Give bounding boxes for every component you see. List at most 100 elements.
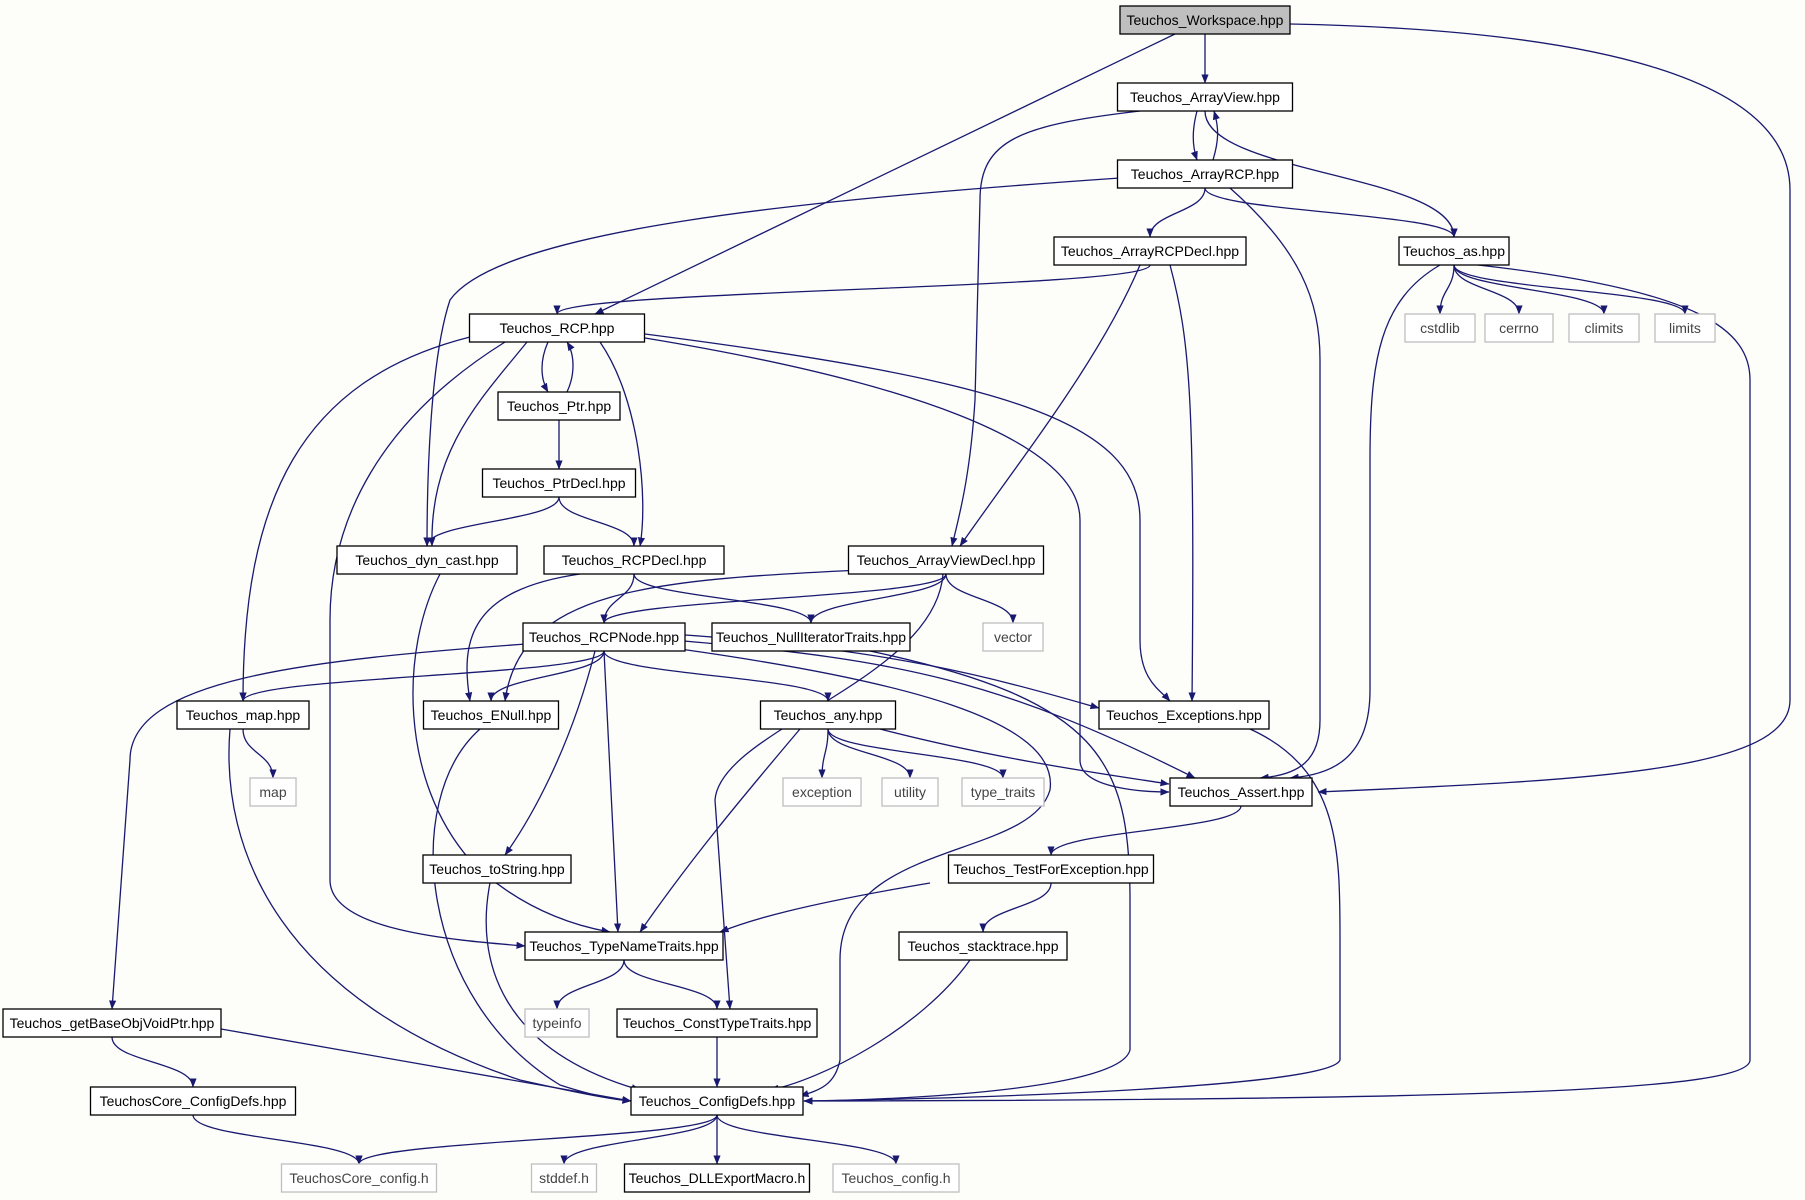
node-tostring[interactable]: Teuchos_toString.hpp: [422, 854, 572, 884]
edge-stacktrace-to-configdefs: [769, 959, 971, 1092]
edge-ptrdecl-to-rcpdecl: [558, 496, 638, 547]
node-box: [623, 1163, 811, 1193]
node-configdefs[interactable]: Teuchos_ConfigDefs.hpp: [630, 1086, 804, 1116]
edge-any-to-exception: [818, 728, 829, 779]
edge-ptrdecl-to-dyncast: [423, 496, 560, 547]
node-label: Teuchos_ArrayRCPDecl.hpp: [1061, 243, 1239, 259]
edge-arrayrcp-to-arrayview: [1212, 110, 1220, 161]
node-box: [1568, 313, 1640, 343]
edge-arrayrcp-to-dyncast: [423, 177, 1121, 547]
node-label: limits: [1669, 320, 1701, 336]
node-getbase[interactable]: Teuchos_getBaseObjVoidPtr.hpp: [2, 1008, 222, 1038]
node-cerrno: cerrno: [1484, 313, 1554, 343]
edge-rcp-to-dyncast: [428, 341, 528, 547]
node-vector: vector: [982, 622, 1044, 652]
node-testforexc[interactable]: Teuchos_TestForException.hpp: [947, 854, 1155, 884]
edge-workspace-to-rcp: [594, 33, 1176, 315]
node-label: Teuchos_ArrayRCP.hpp: [1131, 166, 1280, 182]
node-nulliter[interactable]: Teuchos_NullIteratorTraits.hpp: [711, 622, 911, 652]
node-label: Teuchos_ArrayView.hpp: [1130, 89, 1280, 105]
node-rcp[interactable]: Teuchos_RCP.hpp: [468, 313, 646, 343]
node-rcpnode[interactable]: Teuchos_RCPNode.hpp: [522, 622, 686, 652]
node-climits: climits: [1568, 313, 1640, 343]
edge-arrayrcp-to-assert: [1229, 187, 1321, 781]
edge-arrayviewdecl-to-vector: [945, 573, 1017, 624]
edge-rcpdecl-to-nulliter: [633, 573, 815, 624]
node-label: Teuchos_Ptr.hpp: [507, 398, 612, 414]
node-dllexport[interactable]: Teuchos_DLLExportMacro.h: [623, 1163, 811, 1193]
edge-as-to-configdefs: [803, 264, 1751, 1105]
edge-rcpnode-to-map: [239, 650, 605, 702]
node-coreconfigdefs[interactable]: TeuchosCore_ConfigDefs.hpp: [89, 1086, 297, 1116]
node-box: [524, 931, 724, 961]
node-utility: utility: [881, 777, 939, 807]
header-nodes: Teuchos_Workspace.hppTeuchos_ArrayView.h…: [2, 5, 1716, 1193]
node-dyncast[interactable]: Teuchos_dyn_cast.hpp: [336, 545, 518, 575]
node-label: Teuchos_ENull.hpp: [431, 707, 552, 723]
edge-configdefs-to-coreconfigh: [355, 1114, 718, 1165]
edge-enull-to-configdefs: [432, 728, 632, 1104]
node-box: [782, 777, 862, 807]
node-label: Teuchos_TypeNameTraits.hpp: [529, 938, 719, 954]
node-cstdlib: cstdlib: [1404, 313, 1476, 343]
node-box: [1484, 313, 1554, 343]
node-label: Teuchos_PtrDecl.hpp: [492, 475, 625, 491]
node-label: climits: [1585, 320, 1624, 336]
node-as[interactable]: Teuchos_as.hpp: [1398, 236, 1510, 266]
node-label: Teuchos_RCP.hpp: [500, 320, 615, 336]
node-workspace[interactable]: Teuchos_Workspace.hpp: [1119, 5, 1291, 35]
node-box: [530, 1163, 598, 1193]
node-stddef: stddef.h: [530, 1163, 598, 1193]
node-arrayrcpdecl[interactable]: Teuchos_ArrayRCPDecl.hpp: [1053, 236, 1247, 266]
node-label: exception: [792, 784, 852, 800]
node-box: [543, 545, 725, 575]
node-map[interactable]: Teuchos_map.hpp: [176, 700, 310, 730]
node-label: Teuchos_Workspace.hpp: [1127, 12, 1284, 28]
edge-rcpnode-to-getbase: [109, 642, 541, 1010]
edge-arrayrcp-to-as: [1204, 187, 1458, 238]
node-enull[interactable]: Teuchos_ENull.hpp: [422, 700, 560, 730]
node-box: [759, 700, 897, 730]
node-label: Teuchos_dyn_cast.hpp: [355, 552, 498, 568]
node-label: utility: [894, 784, 926, 800]
node-ptrdecl[interactable]: Teuchos_PtrDecl.hpp: [481, 468, 637, 498]
node-any[interactable]: Teuchos_any.hpp: [759, 700, 897, 730]
edge-map-to-mapstd: [242, 728, 277, 779]
edge-rcpnode-to-tostring: [504, 650, 596, 856]
edge-rcpnode-to-any: [603, 650, 832, 702]
edge-as-to-climits: [1453, 264, 1608, 315]
node-label: Teuchos_stacktrace.hpp: [908, 938, 1059, 954]
node-box: [947, 854, 1155, 884]
edge-arrayviewdecl-to-rcpnode: [600, 573, 947, 624]
edge-tostring-to-configdefs: [485, 882, 641, 1092]
node-box: [176, 700, 310, 730]
node-box: [422, 854, 572, 884]
edge-rcp-to-typenametraits: [329, 341, 526, 949]
node-label: Teuchos_NullIteratorTraits.hpp: [716, 629, 906, 645]
node-label: TeuchosCore_ConfigDefs.hpp: [100, 1093, 287, 1109]
node-box: [497, 391, 621, 421]
edge-rcp-to-rcpdecl: [599, 341, 646, 547]
node-rcpdecl[interactable]: Teuchos_RCPDecl.hpp: [543, 545, 725, 575]
node-label: Teuchos_toString.hpp: [429, 861, 565, 877]
edge-rcpdecl-to-enull: [465, 573, 581, 702]
node-consttypetraits[interactable]: Teuchos_ConstTypeTraits.hpp: [616, 1008, 818, 1038]
node-assert[interactable]: Teuchos_Assert.hpp: [1169, 777, 1313, 807]
node-stacktrace[interactable]: Teuchos_stacktrace.hpp: [898, 931, 1068, 961]
node-box: [2, 1008, 222, 1038]
node-label: stddef.h: [539, 1170, 589, 1186]
edge-typenametraits-to-consttypetraits: [623, 959, 721, 1010]
node-arrayview[interactable]: Teuchos_ArrayView.hpp: [1116, 82, 1294, 112]
node-box: [1098, 700, 1270, 730]
node-typenametraits[interactable]: Teuchos_TypeNameTraits.hpp: [524, 931, 724, 961]
edge-getbase-to-coreconfigdefs: [111, 1036, 197, 1088]
node-ptr[interactable]: Teuchos_Ptr.hpp: [497, 391, 621, 421]
node-arrayrcp[interactable]: Teuchos_ArrayRCP.hpp: [1116, 159, 1294, 189]
node-exceptions[interactable]: Teuchos_Exceptions.hpp: [1098, 700, 1270, 730]
dependency-edges: [109, 23, 1791, 1165]
edge-testforexc-to-stacktrace: [979, 882, 1052, 933]
node-arrayviewdecl[interactable]: Teuchos_ArrayViewDecl.hpp: [847, 545, 1045, 575]
edge-exceptions-to-configdefs: [803, 728, 1341, 1105]
node-label: Teuchos_ConfigDefs.hpp: [639, 1093, 796, 1109]
node-box: [630, 1086, 804, 1116]
